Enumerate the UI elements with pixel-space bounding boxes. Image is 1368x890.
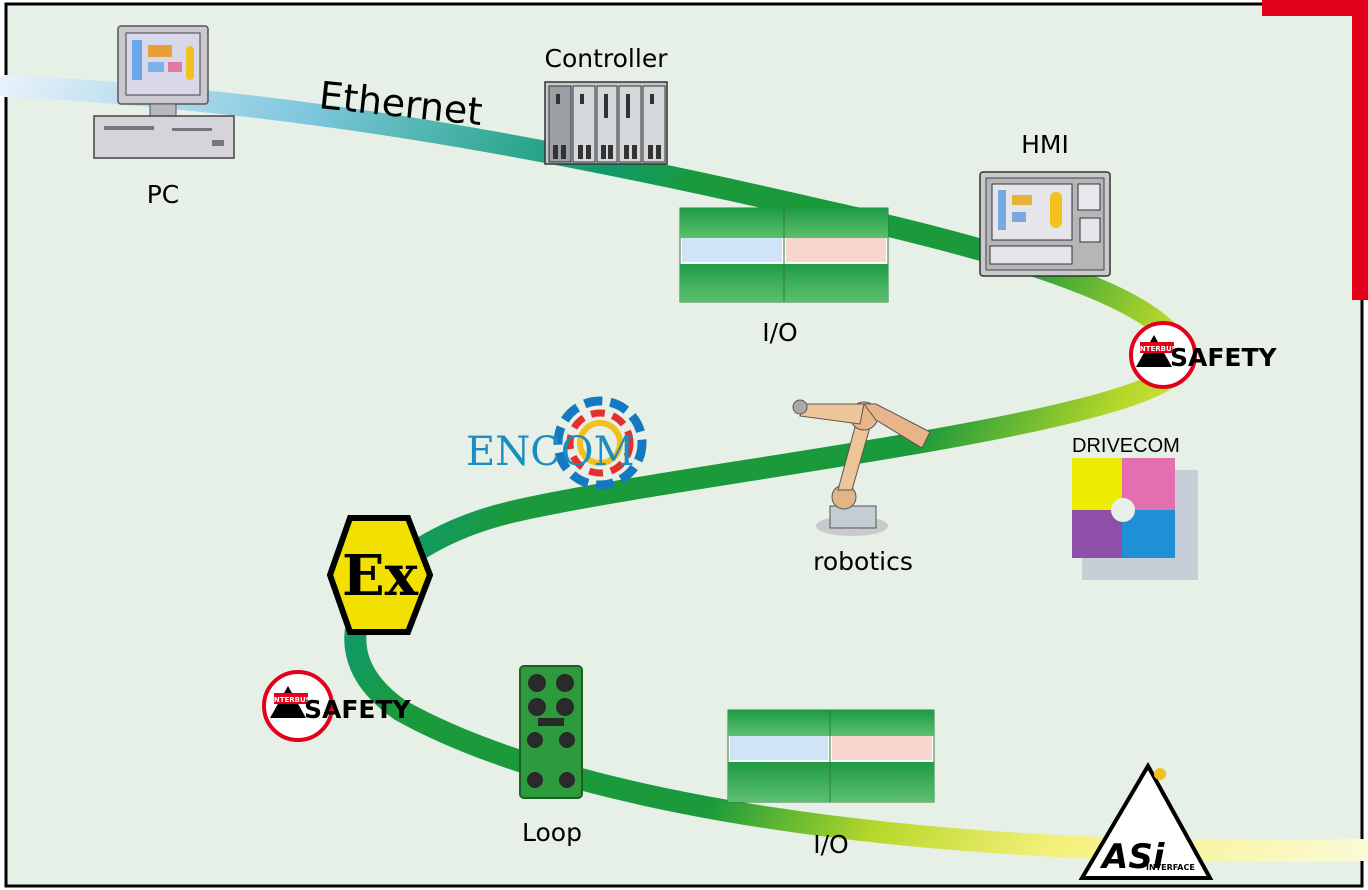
loop-label: Loop bbox=[522, 818, 582, 847]
pc-icon bbox=[93, 25, 235, 159]
red-accent-bar bbox=[1262, 0, 1368, 16]
controller-icon bbox=[544, 81, 668, 165]
encom-text: ENCOM bbox=[466, 429, 635, 475]
io-module-bottom bbox=[727, 709, 935, 803]
bus-cable bbox=[0, 75, 1368, 863]
encom-logo: ENCOM bbox=[466, 396, 647, 490]
robot-arm-icon bbox=[792, 399, 931, 536]
interbus-safety-badge-left: INTERBUS SAFETY bbox=[262, 670, 412, 742]
controller-label: Controller bbox=[544, 44, 668, 73]
ex-symbol-text: Ex bbox=[342, 543, 419, 609]
io-top-label: I/O bbox=[762, 318, 798, 347]
io-bottom-label: I/O bbox=[813, 830, 849, 859]
asi-text: ASi bbox=[1099, 837, 1166, 877]
robotics-label: robotics bbox=[813, 547, 913, 576]
asi-interface-text: INTERFACE bbox=[1146, 863, 1195, 872]
drivecom-logo: DRIVECOM bbox=[1072, 435, 1198, 580]
interbus-safety-badge-right: INTERBUS SAFETY bbox=[1129, 321, 1278, 389]
asi-interface-logo: ASi INTERFACE bbox=[1078, 761, 1214, 880]
interbus-text-right: INTERBUS bbox=[1137, 345, 1176, 353]
safety-text-right: SAFETY bbox=[1170, 343, 1278, 372]
pc-label: PC bbox=[146, 180, 180, 209]
ex-hazard-icon: Ex bbox=[326, 515, 434, 635]
hmi-icon bbox=[979, 171, 1111, 277]
loop-module-icon bbox=[519, 665, 583, 799]
interbus-text-left: INTERBUS bbox=[271, 696, 310, 704]
drivecom-text: DRIVECOM bbox=[1072, 435, 1180, 457]
hmi-label: HMI bbox=[1021, 130, 1069, 159]
io-module-top bbox=[679, 207, 889, 303]
red-accent-side bbox=[1352, 0, 1368, 300]
safety-text-left: SAFETY bbox=[304, 695, 412, 724]
